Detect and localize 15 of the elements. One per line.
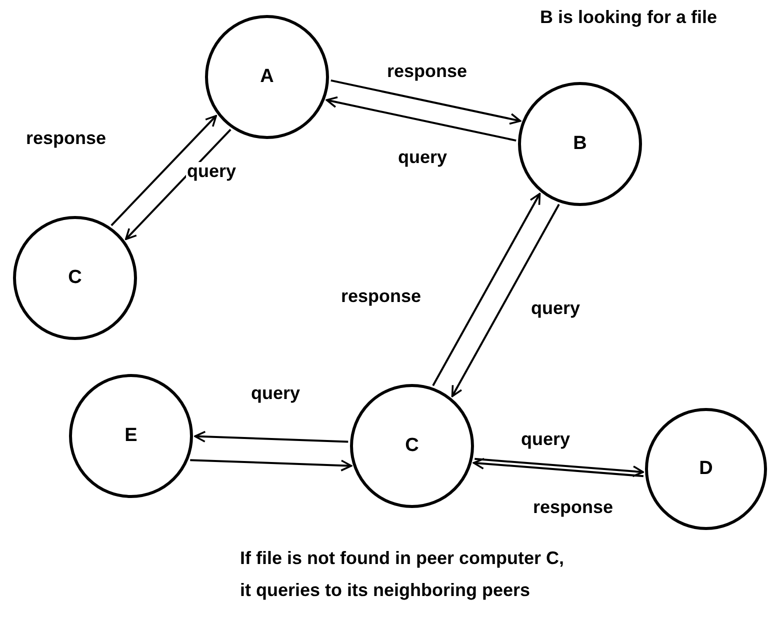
node-label: C: [405, 434, 419, 458]
node-label: C: [68, 266, 82, 290]
edge-label: query: [186, 162, 238, 180]
node-label: A: [260, 64, 274, 89]
arrow: [110, 114, 218, 226]
arrow: [194, 430, 348, 443]
arrow: [451, 204, 560, 398]
node-label: D: [699, 456, 713, 481]
node-label: E: [124, 424, 138, 448]
caption-text: If file is not found in peer computer C, it queries to its neighboring peers: [240, 547, 566, 602]
arrow: [432, 192, 541, 386]
annotation-text: B is looking for a file: [540, 6, 718, 29]
node-label: B: [573, 132, 587, 156]
arrow: [124, 128, 232, 240]
arrow: [326, 96, 516, 142]
